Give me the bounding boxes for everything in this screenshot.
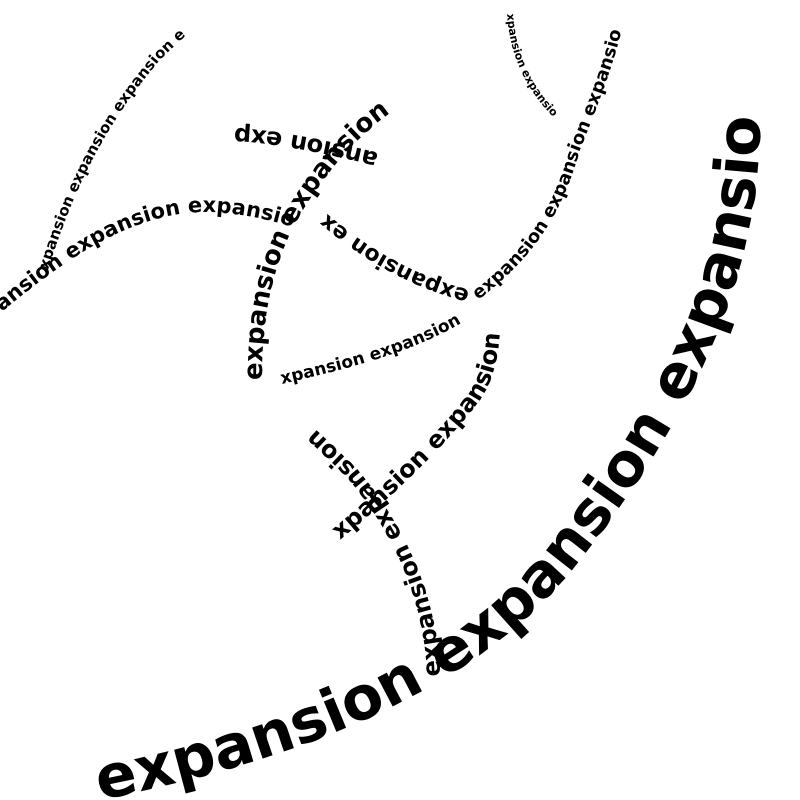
wave-stroke-down-right: expansion ex bbox=[315, 209, 472, 308]
top-hook-text: xpansion expansio bbox=[504, 13, 561, 119]
down-right-text: expansion ex bbox=[315, 209, 472, 308]
wave-stroke-top-hook: xpansion expansio bbox=[504, 13, 561, 119]
wave-stroke-cross-arc: xpansion expansion bbox=[278, 310, 464, 389]
cross-arc-text: xpansion expansion bbox=[278, 310, 464, 389]
